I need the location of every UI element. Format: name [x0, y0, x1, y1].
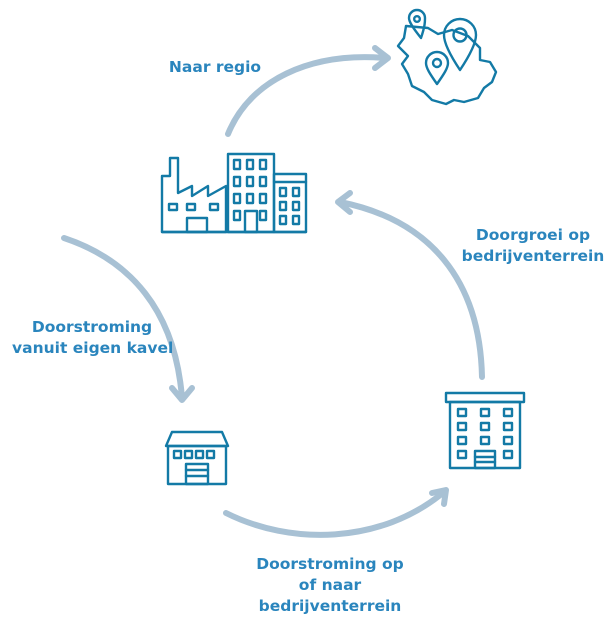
- label-doorstroming-vanuit-eigen-kavel: Doorstroming vanuit eigen kavel: [12, 317, 174, 359]
- label-doorstroming-op-of-naar-bedrijventerrein: Doorstroming op of naar bedrijventerrein: [240, 554, 420, 617]
- small-warehouse-icon: [164, 430, 230, 486]
- arrow-naar-regio: [225, 45, 391, 137]
- industrial-buildings-icon: [160, 152, 308, 234]
- label-line: Doorstroming: [31, 318, 153, 336]
- arrow-doorstroming-op: [223, 487, 449, 538]
- label-line: Naar regio: [168, 58, 262, 76]
- label-line: vanuit eigen kavel: [12, 339, 174, 357]
- label-line: of naar: [298, 576, 362, 594]
- label-line: Doorstroming op: [256, 555, 404, 573]
- arrow-doorgroei: [335, 190, 485, 380]
- label-line: bedrijventerrein: [461, 247, 605, 265]
- label-naar-regio: Naar regio: [140, 57, 290, 78]
- office-building-icon: [444, 391, 526, 470]
- region-map-icon: [396, 8, 498, 106]
- label-line: bedrijventerrein: [258, 597, 402, 615]
- arrow-doorstroming-vanuit: [61, 235, 195, 403]
- label-doorgroei-op-bedrijventerrein: Doorgroei op bedrijventerrein: [458, 225, 608, 267]
- label-line: Doorgroei op: [475, 226, 591, 244]
